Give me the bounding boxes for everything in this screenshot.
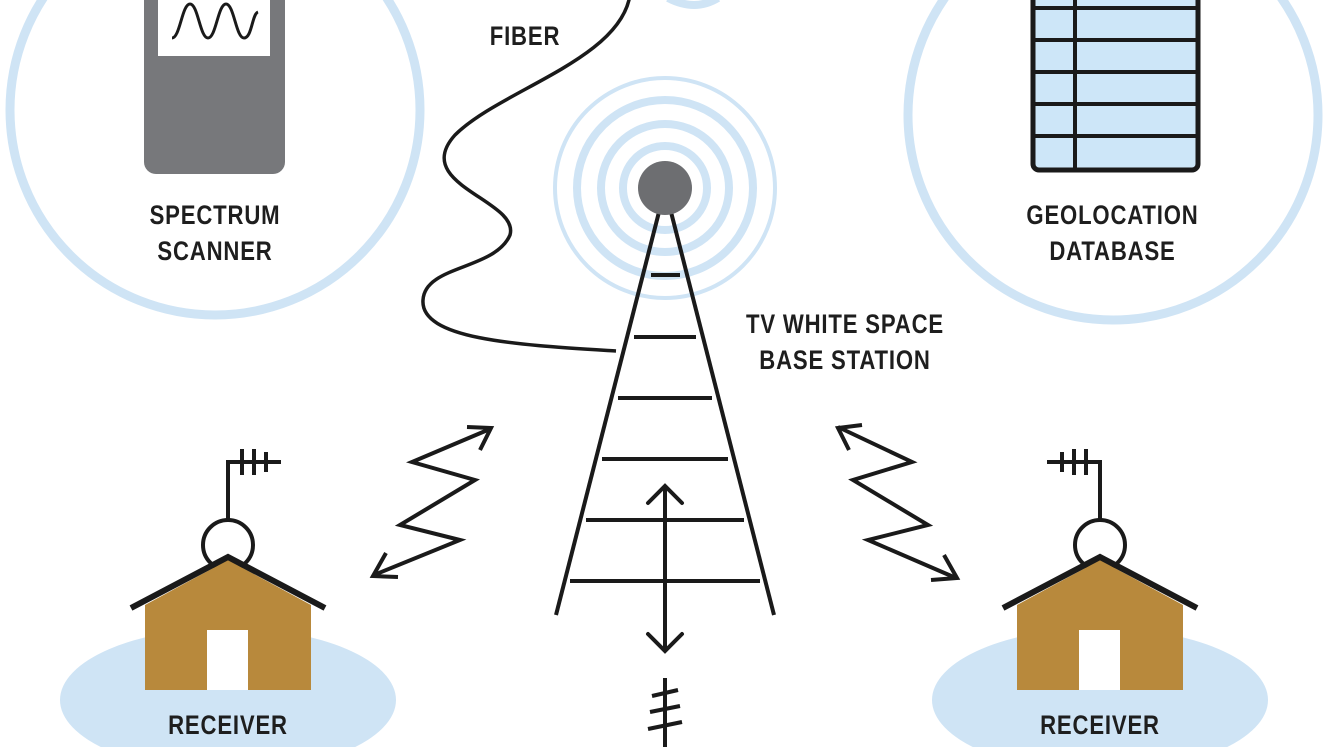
wireless-signal-icon (369, 425, 495, 579)
fiber-label: FIBER (480, 18, 570, 54)
base-station-label-line2: BASE STATION (759, 345, 931, 375)
spectrum-scanner-ring (5, 0, 425, 320)
fiber-label-text: FIBER (489, 21, 561, 51)
rooftop-antenna-icon-right (1047, 449, 1127, 572)
geolocation-database-ring (903, 0, 1323, 325)
bottom-antenna-icon (647, 678, 683, 747)
spectrum-scanner-label-line1: SPECTRUM (149, 200, 281, 230)
spectrum-scanner-label: SPECTRUM SCANNER (125, 197, 305, 269)
house-icon (129, 553, 327, 690)
geolocation-database-icon (1030, 0, 1201, 173)
fiber-cable-icon (421, 0, 631, 353)
geolocation-database-label-line1: GEOLOCATION (1026, 200, 1199, 230)
base-station-label-line1: TV WHITE SPACE (745, 309, 945, 339)
tower-top-icon (638, 161, 692, 215)
receiver-right-label-text: RECEIVER (1040, 710, 1160, 740)
receiver-left-label-text: RECEIVER (168, 710, 288, 740)
geolocation-database-label: GEOLOCATION DATABASE (1012, 197, 1213, 269)
vertical-link-arrow-icon (646, 483, 684, 654)
receiver-right-label: RECEIVER (1010, 707, 1190, 743)
rooftop-antenna-icon (201, 449, 281, 572)
geolocation-database-label-line2: DATABASE (1049, 236, 1176, 266)
top-center-ring-fragment (666, 0, 721, 9)
base-station-label: TV WHITE SPACE BASE STATION (726, 306, 964, 378)
wireless-signal-icon-right (834, 423, 961, 582)
spectrum-scanner-label-line2: SCANNER (157, 236, 273, 266)
spectrum-scanner-icon (144, 0, 285, 174)
receiver-left-label: RECEIVER (138, 707, 318, 743)
house-icon-right (1001, 553, 1199, 690)
